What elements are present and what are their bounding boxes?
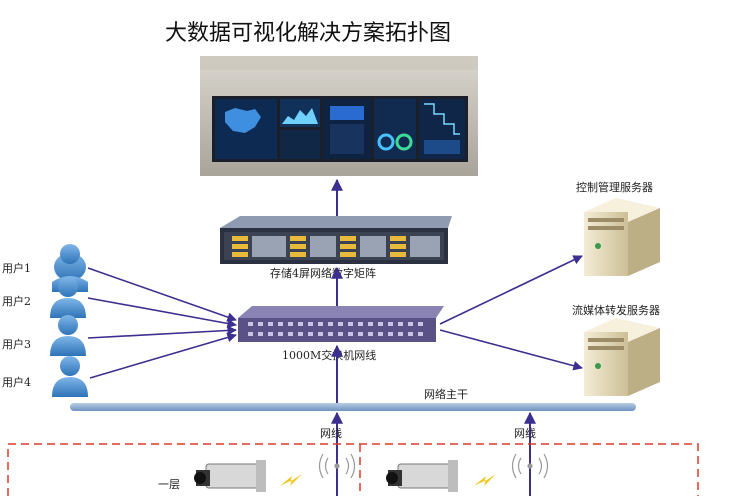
camera-icon-right (386, 460, 458, 492)
backbone-label: 网络主干 (424, 387, 468, 401)
streaming-server-icon (584, 318, 660, 396)
streaming-server-label: 流媒体转发服务器 (572, 303, 660, 317)
control-server-label: 控制管理服务器 (576, 180, 653, 194)
camera-icon-left (194, 460, 266, 492)
wireless-icon-left (318, 453, 356, 479)
network-backbone (70, 403, 636, 411)
floor-zone-border (7, 443, 699, 496)
network-digital-matrix (220, 216, 452, 264)
user-label-4: 用户4 (2, 375, 31, 389)
cable-label-right: 网线 (514, 426, 536, 440)
lightning-icon-left (280, 474, 302, 486)
matrix-label: 存储4屏网络数字矩阵 (270, 266, 376, 280)
video-wall-display (200, 56, 478, 176)
link-user4-to-switch (89, 332, 237, 379)
user-label-2: 用户2 (2, 294, 31, 308)
link-switch-to-streaming-server (439, 329, 583, 371)
wireless-icon-right (511, 453, 549, 479)
network-switch (238, 306, 444, 342)
lightning-icon-right (474, 474, 496, 486)
control-server-icon (584, 198, 660, 276)
cable-label-left: 网线 (320, 426, 342, 440)
user-label-1: 用户1 (2, 261, 31, 275)
switch-label: 1000M交换机网线 (282, 348, 376, 362)
user-icon-2 (50, 277, 86, 318)
diagram-title: 大数据可视化解决方案拓扑图 (165, 21, 451, 46)
link-user3-to-switch (87, 325, 237, 339)
user-label-3: 用户3 (2, 337, 31, 351)
floor-label: 一层 (158, 478, 180, 491)
user-icon-3 (50, 315, 86, 356)
link-switch-to-control-server (439, 255, 583, 325)
link-user2-to-switch (87, 297, 237, 329)
user-icon-4 (52, 356, 88, 397)
link-user1-to-switch (87, 267, 237, 322)
